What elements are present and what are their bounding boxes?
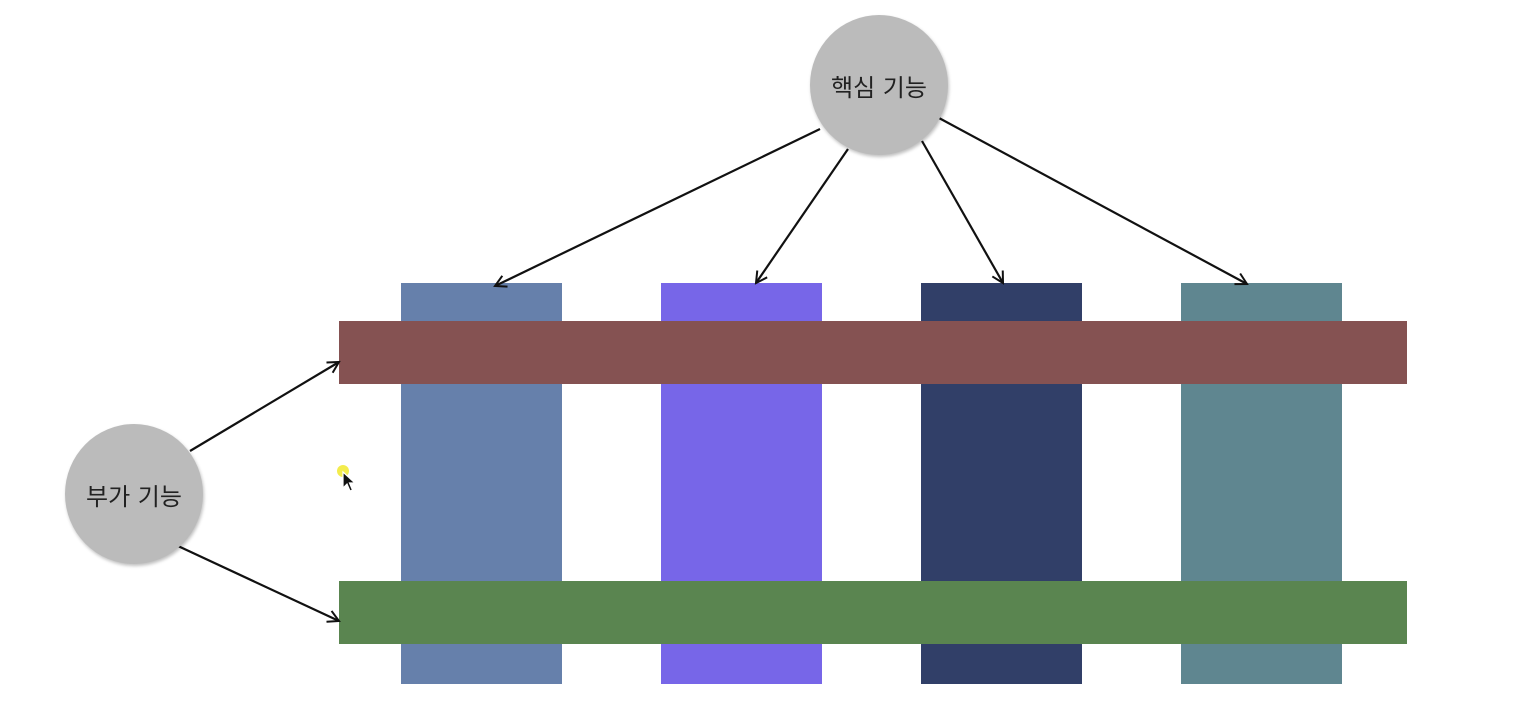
- aux-bar-bottom: [339, 581, 1407, 644]
- mouse-cursor-icon: [337, 465, 357, 492]
- aux-function-label: 부가 기능: [86, 482, 182, 511]
- arrow-core-to-column-4: [938, 117, 1247, 284]
- arrow-aux-to-top-bar: [189, 362, 339, 452]
- arrow-core-to-column-3: [921, 140, 1003, 283]
- arrow-core-to-column-1: [495, 128, 821, 286]
- core-function-node: 핵심 기능: [810, 15, 948, 155]
- core-function-label: 핵심 기능: [831, 73, 927, 102]
- arrow-aux-to-bottom-bar: [177, 545, 339, 621]
- aux-function-node: 부가 기능: [65, 424, 203, 564]
- aux-bar-top: [339, 321, 1407, 384]
- arrow-core-to-column-2: [756, 148, 849, 283]
